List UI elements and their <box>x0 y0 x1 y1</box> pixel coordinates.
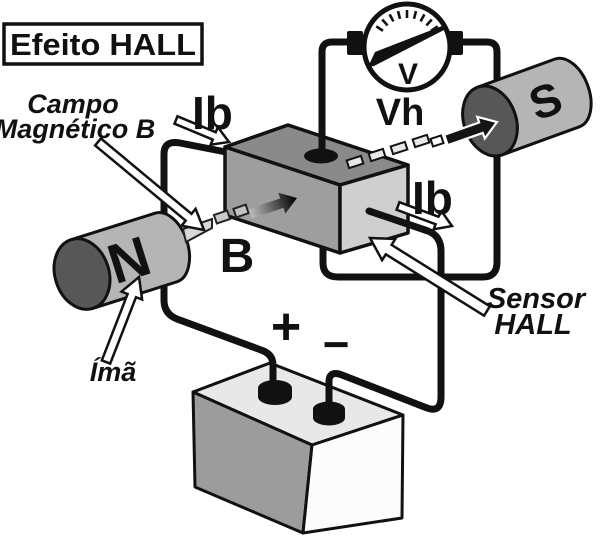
b-label: B <box>220 230 255 283</box>
ib-right-label: Ib <box>412 172 453 224</box>
b-field-beam <box>181 217 213 244</box>
ib-top-arrow <box>172 114 232 147</box>
minus-symbol: − <box>323 318 350 370</box>
battery <box>191 361 405 535</box>
campo-magnetico-label-line2: Magnético B <box>0 114 155 144</box>
vh-label: Vh <box>376 92 425 134</box>
wire-ib-right <box>325 207 445 413</box>
voltmeter-gauge: V <box>347 1 463 93</box>
voltmeter-tick <box>419 13 426 23</box>
ima-label: Ímã <box>90 356 137 387</box>
b-field-dash <box>232 203 250 219</box>
magnet-n-pole-face <box>52 237 112 311</box>
sensor-hall-label-line2: HALL <box>494 309 571 341</box>
voltmeter-tick <box>396 10 402 20</box>
plus-symbol: + <box>271 298 301 356</box>
wire-ib-left <box>160 139 277 393</box>
circuit-wires-front <box>318 38 445 413</box>
b-field-line <box>181 115 499 244</box>
voltmeter-tick <box>412 10 418 20</box>
voltmeter-tick <box>388 13 395 23</box>
sensor-hall-arrow <box>367 236 492 318</box>
b-field-dash <box>212 209 232 225</box>
voltmeter-unit-label: V <box>398 58 418 91</box>
sensor-top-contact <box>304 148 338 164</box>
magnet-n: N <box>52 211 192 311</box>
ib-top-label: Ib <box>192 87 233 139</box>
campo-magnetico-arrow <box>93 136 207 232</box>
page-title: Efeito HALL <box>10 27 196 62</box>
wire-vh-right <box>319 38 501 281</box>
wire-vh-left <box>318 38 355 157</box>
b-field-dashes-right <box>345 133 445 170</box>
title-box: Efeito HALL <box>2 22 204 66</box>
ib-right-arrow <box>394 200 455 231</box>
b-field-arrow-inside <box>248 192 297 219</box>
voltmeter-terminal-left <box>347 31 363 55</box>
circuit-wires-back <box>160 38 501 393</box>
voltmeter-tick <box>375 25 384 32</box>
voltmeter-tick <box>381 18 389 27</box>
magnet-s: S <box>461 56 593 158</box>
sensor-hall-label-line1: Sensor <box>487 283 587 315</box>
campo-magnetico-label-line1: Campo <box>27 89 119 119</box>
battery-right-face <box>301 413 405 535</box>
b-field-arrow-into-s <box>442 115 499 147</box>
ima-arrow <box>100 274 144 366</box>
voltmeter-tick <box>425 18 433 27</box>
pointer-arrows <box>93 114 492 366</box>
voltmeter-needle <box>368 26 444 67</box>
battery-terminals <box>258 380 345 426</box>
